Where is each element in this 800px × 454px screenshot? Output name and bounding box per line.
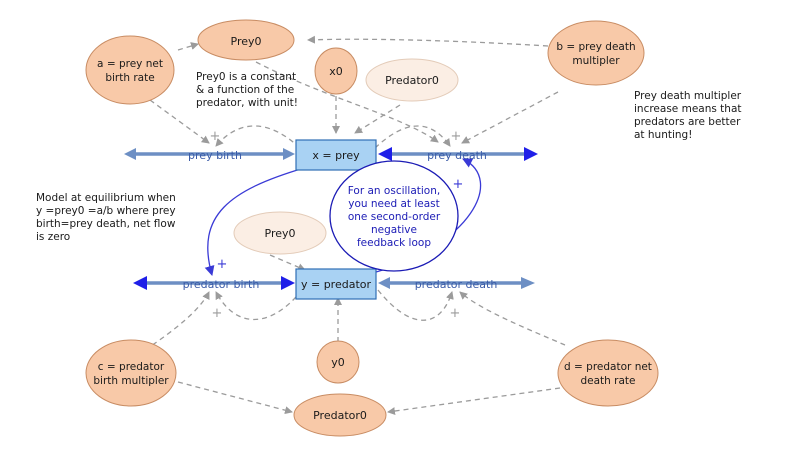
equilibrium-note-line-4: is zero [36,231,70,243]
predator-death-into-stock-arrowhead [378,277,390,289]
link-prey-to-prey-birth [215,125,301,149]
predator-death-outflow-arrowhead [521,277,535,289]
prey0-note-line-2: & a function of the [196,84,294,96]
aux-predator0-bottom-label: Predator0 [313,409,367,422]
aux-predator0-bottom[interactable]: Predator0 [293,393,387,437]
aux-predator0-top-label: Predator0 [385,74,439,87]
prey-death-into-stock-arrowhead [378,147,392,161]
link-prey0-mid-to-predator [269,254,306,271]
stock-predator-box [295,268,377,300]
equilibrium-note-line-2: y =prey0 =a/b where prey [36,205,176,217]
aux-y0[interactable]: y0 [316,340,360,384]
predator-birth-inflow-arrowhead [281,276,295,290]
aux-predator0-top[interactable]: Predator0 [365,58,459,102]
link-b-to-prey0 [307,35,549,47]
aux-d-line-2: death rate [581,375,636,387]
prey-to-predator-birth-link [204,167,305,276]
aux-d-ellipse [557,339,659,407]
polarity-predator-death-grey: + [450,306,461,321]
polarity-prey-death-blue: + [453,177,464,192]
stock-predator-label: y = predator [301,278,372,291]
aux-c-line-2: birth multipler [93,375,169,387]
aux-y0-label: y0 [331,356,345,369]
flow-arrowheads [124,147,538,290]
prey-death-outflow-arrowhead [524,147,538,161]
link-a-to-prey0 [177,42,199,51]
oscillation-note-line-1: For an oscillation, [348,185,440,197]
aux-a-line-1: a = prey net [97,58,163,70]
stock-prey[interactable]: x = prey [295,139,377,171]
prey0-note-line-1: Prey0 is a constant [196,71,296,83]
polarity-prey-death-grey: + [451,129,462,144]
polarity-prey-birth-grey: + [210,129,221,144]
link-prey-to-prey-death [374,125,451,149]
link-c-to-predator-birth [144,291,210,351]
polarity-predator-birth-blue: + [217,257,228,272]
aux-prey0-top-label: Prey0 [231,35,262,48]
link-c-to-predator0 [177,381,293,415]
aux-b-line-2: multipler [572,55,620,67]
link-d-to-predator0 [387,387,561,415]
stock-prey-label: x = prey [312,149,360,162]
flow-label-predator-birth: predator birth [183,278,260,291]
link-b-to-prey-death [461,91,559,144]
aux-prey0-top-ellipse [197,19,295,61]
prey-birth-inflow-arrowhead [283,148,295,160]
stock-predator[interactable]: y = predator [295,268,377,300]
prey0-note-line-3: predator, with unit! [196,97,298,109]
aux-y0-ellipse [316,340,360,384]
prey-death-note-line-3: predators are better [634,116,741,128]
prey-death-note-line-4: at hunting! [634,129,692,141]
flow-label-prey-death: prey death [427,149,487,162]
link-prey0-to-prey-death [255,61,439,143]
aux-b-line-1: b = prey death [556,41,635,53]
aux-b-ellipse [547,20,645,86]
aux-a[interactable]: a = prey net birth rate [85,35,175,105]
predator-birth-source-arrowhead [133,276,147,290]
equilibrium-note-line-3: birth=prey death, net flow [36,218,176,230]
prey-death-note-line-1: Prey death multipler [634,90,742,102]
aux-prey0-mid[interactable]: Prey0 [233,211,327,255]
prey-birth-source-arrowhead [124,148,136,160]
polarity-predator-birth-grey: + [212,306,223,321]
prey-death-note-line-2: increase means that [634,103,742,115]
aux-a-line-2: birth rate [105,72,154,84]
flow-label-prey-birth: prey birth [188,149,242,162]
aux-prey0-top[interactable]: Prey0 [197,19,295,61]
aux-c[interactable]: c = predator birth multipler [85,339,177,407]
link-d-to-predator-death [459,291,566,346]
aux-prey0-mid-label: Prey0 [265,227,296,240]
oscillation-note-line-4: negative [371,224,417,236]
oscillation-note: For an oscillation, you need at least on… [329,160,459,272]
flow-label-predator-death: predator death [415,278,498,291]
flow-pipes [130,152,530,285]
aux-x0-ellipse [314,47,358,95]
equilibrium-note-line-1: Model at equilibrium when [36,192,176,204]
oscillation-note-line-3: one second-order [348,211,441,223]
aux-c-ellipse [85,339,177,407]
aux-x0-label: x0 [329,65,343,78]
aux-a-ellipse [85,35,175,105]
link-predator-to-predator-birth [215,289,303,321]
aux-predator0-bottom-ellipse [293,393,387,437]
oscillation-note-line-5: feedback loop [357,237,431,249]
aux-c-line-1: c = predator [98,361,165,373]
link-a-to-prey-birth [149,99,210,144]
aux-d-line-1: d = predator net [564,361,652,373]
aux-predator0-top-ellipse [365,58,459,102]
aux-x0[interactable]: x0 [314,47,358,95]
aux-b[interactable]: b = prey death multipler [547,20,645,86]
aux-d[interactable]: d = predator net death rate [557,339,659,407]
link-predator-to-predator-death [377,289,454,321]
oscillation-note-circle [329,160,459,272]
aux-prey0-mid-ellipse [233,211,327,255]
stock-prey-box [295,139,377,171]
oscillation-note-line-2: you need at least [348,198,440,210]
